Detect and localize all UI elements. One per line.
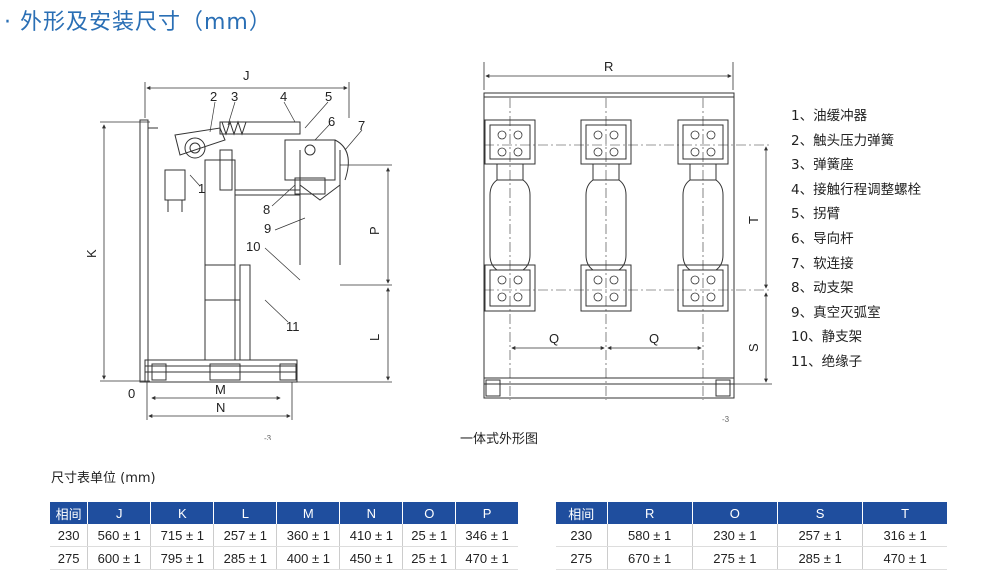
side-view-labels: J K P L M N 0 2 3 4 5 6 7 1 8 9 10 11 -3: [84, 68, 382, 440]
table-cell: 25 ± 1: [402, 546, 457, 570]
dimension-table-1: 相间 J K L M N O P 230 560 ± 1 715 ± 1 257…: [50, 502, 518, 570]
parts-legend: 1、油缓冲器 2、触头压力弹簧 3、弹簧座 4、接触行程调整螺栓 5、拐臂 6、…: [791, 104, 921, 375]
table-header: R: [607, 502, 693, 524]
legend-item: 2、触头压力弹簧: [791, 132, 895, 149]
table-cell: 275: [556, 546, 608, 570]
dim-zero-label: 0: [128, 386, 135, 401]
table-header: T: [862, 502, 947, 524]
callout-4: 4: [280, 89, 287, 104]
callout-10: 10: [246, 239, 260, 254]
dim-s-label: S: [746, 343, 761, 352]
table-header: M: [276, 502, 341, 524]
table-cell: 560 ± 1: [87, 524, 152, 547]
table-cell: 715 ± 1: [150, 524, 215, 547]
table-header: L: [213, 502, 278, 524]
side-view-mark: -3: [264, 434, 272, 440]
dim-m-label: M: [215, 382, 226, 397]
table-cell: 230: [50, 524, 89, 547]
legend-item: 11、绝缘子: [791, 353, 863, 370]
dim-q2-label: Q: [649, 331, 659, 346]
legend-item: 3、弹簧座: [791, 157, 854, 174]
legend-item: 10、静支架: [791, 329, 863, 346]
table-header: O: [692, 502, 778, 524]
front-view-drawing: [483, 62, 772, 400]
front-view-labels: R T S Q Q -3: [549, 59, 761, 424]
dim-k-label: K: [84, 249, 99, 258]
legend-item: 7、软连接: [791, 255, 854, 272]
dim-n-label: N: [216, 400, 225, 415]
callout-5: 5: [325, 89, 332, 104]
dim-q1-label: Q: [549, 331, 559, 346]
front-view-mark: -3: [722, 415, 730, 424]
legend-item: 4、接触行程调整螺栓: [791, 181, 922, 198]
callout-9: 9: [264, 221, 271, 236]
table-cell: 670 ± 1: [607, 546, 693, 570]
table-cell: 580 ± 1: [607, 524, 693, 547]
callout-6: 6: [328, 114, 335, 129]
page-title: · 外形及安装尺寸（mm）: [4, 10, 272, 35]
table-header: P: [455, 502, 518, 524]
table-cell: 257 ± 1: [213, 524, 278, 547]
table-header: N: [339, 502, 404, 524]
legend-item: 6、导向杆: [791, 230, 854, 247]
legend-item: 8、动支架: [791, 280, 854, 297]
dim-r-label: R: [604, 59, 613, 74]
callout-11: 11: [286, 319, 300, 334]
table-unit-label: 尺寸表单位 (mm): [51, 471, 156, 486]
dim-t-label: T: [746, 216, 761, 224]
technical-drawings: J K P L M N 0 2 3 4 5 6 7 1 8 9 10 11 -3: [84, 59, 772, 440]
table-cell: 25 ± 1: [402, 524, 457, 547]
table-cell: 275: [50, 546, 89, 570]
table-header: O: [402, 502, 457, 524]
legend-item: 5、拐臂: [791, 206, 841, 223]
table-cell: 410 ± 1: [339, 524, 404, 547]
table-header: S: [777, 502, 864, 524]
legend-item: 9、真空灭弧室: [791, 304, 881, 321]
side-view-drawing: [100, 82, 392, 420]
callout-2: 2: [210, 89, 217, 104]
table-cell: 230 ± 1: [692, 524, 778, 547]
legend-item: 1、油缓冲器: [791, 108, 868, 124]
table-row: 275 600 ± 1 795 ± 1 285 ± 1 400 ± 1 450 …: [50, 546, 518, 570]
callout-3: 3: [231, 89, 238, 104]
table-cell: 285 ± 1: [777, 546, 864, 570]
table-cell: 470 ± 1: [455, 546, 518, 570]
table-row: 275 670 ± 1 275 ± 1 285 ± 1 470 ± 1: [556, 546, 947, 570]
table-header: K: [150, 502, 215, 524]
table-cell: 285 ± 1: [213, 546, 278, 570]
table-cell: 470 ± 1: [862, 546, 947, 570]
table-header: J: [87, 502, 152, 524]
table-row: 230 580 ± 1 230 ± 1 257 ± 1 316 ± 1: [556, 524, 947, 547]
table-cell: 450 ± 1: [339, 546, 404, 570]
dim-p-label: P: [367, 226, 382, 235]
table-cell: 360 ± 1: [276, 524, 341, 547]
table-header: 相间: [50, 502, 89, 524]
table-cell: 275 ± 1: [692, 546, 778, 570]
front-view-caption: 一体式外形图: [460, 432, 539, 447]
dimension-table-2: 相间 R O S T 230 580 ± 1 230 ± 1 257 ± 1 3…: [556, 502, 947, 570]
table-header-row: 相间 R O S T: [556, 502, 947, 524]
table-cell: 600 ± 1: [87, 546, 152, 570]
table-header: 相间: [556, 502, 608, 524]
callout-8: 8: [263, 202, 270, 217]
table-row: 230 560 ± 1 715 ± 1 257 ± 1 360 ± 1 410 …: [50, 524, 518, 547]
dim-j-label: J: [243, 68, 250, 83]
table-cell: 346 ± 1: [455, 524, 518, 547]
table-cell: 257 ± 1: [777, 524, 864, 547]
table-cell: 400 ± 1: [276, 546, 341, 570]
callout-1: 1: [198, 181, 205, 196]
dim-l-label: L: [367, 334, 382, 341]
table-cell: 316 ± 1: [862, 524, 947, 547]
table-cell: 795 ± 1: [150, 546, 215, 570]
callout-7: 7: [358, 118, 365, 133]
table-header-row: 相间 J K L M N O P: [50, 502, 518, 524]
table-cell: 230: [556, 524, 608, 547]
